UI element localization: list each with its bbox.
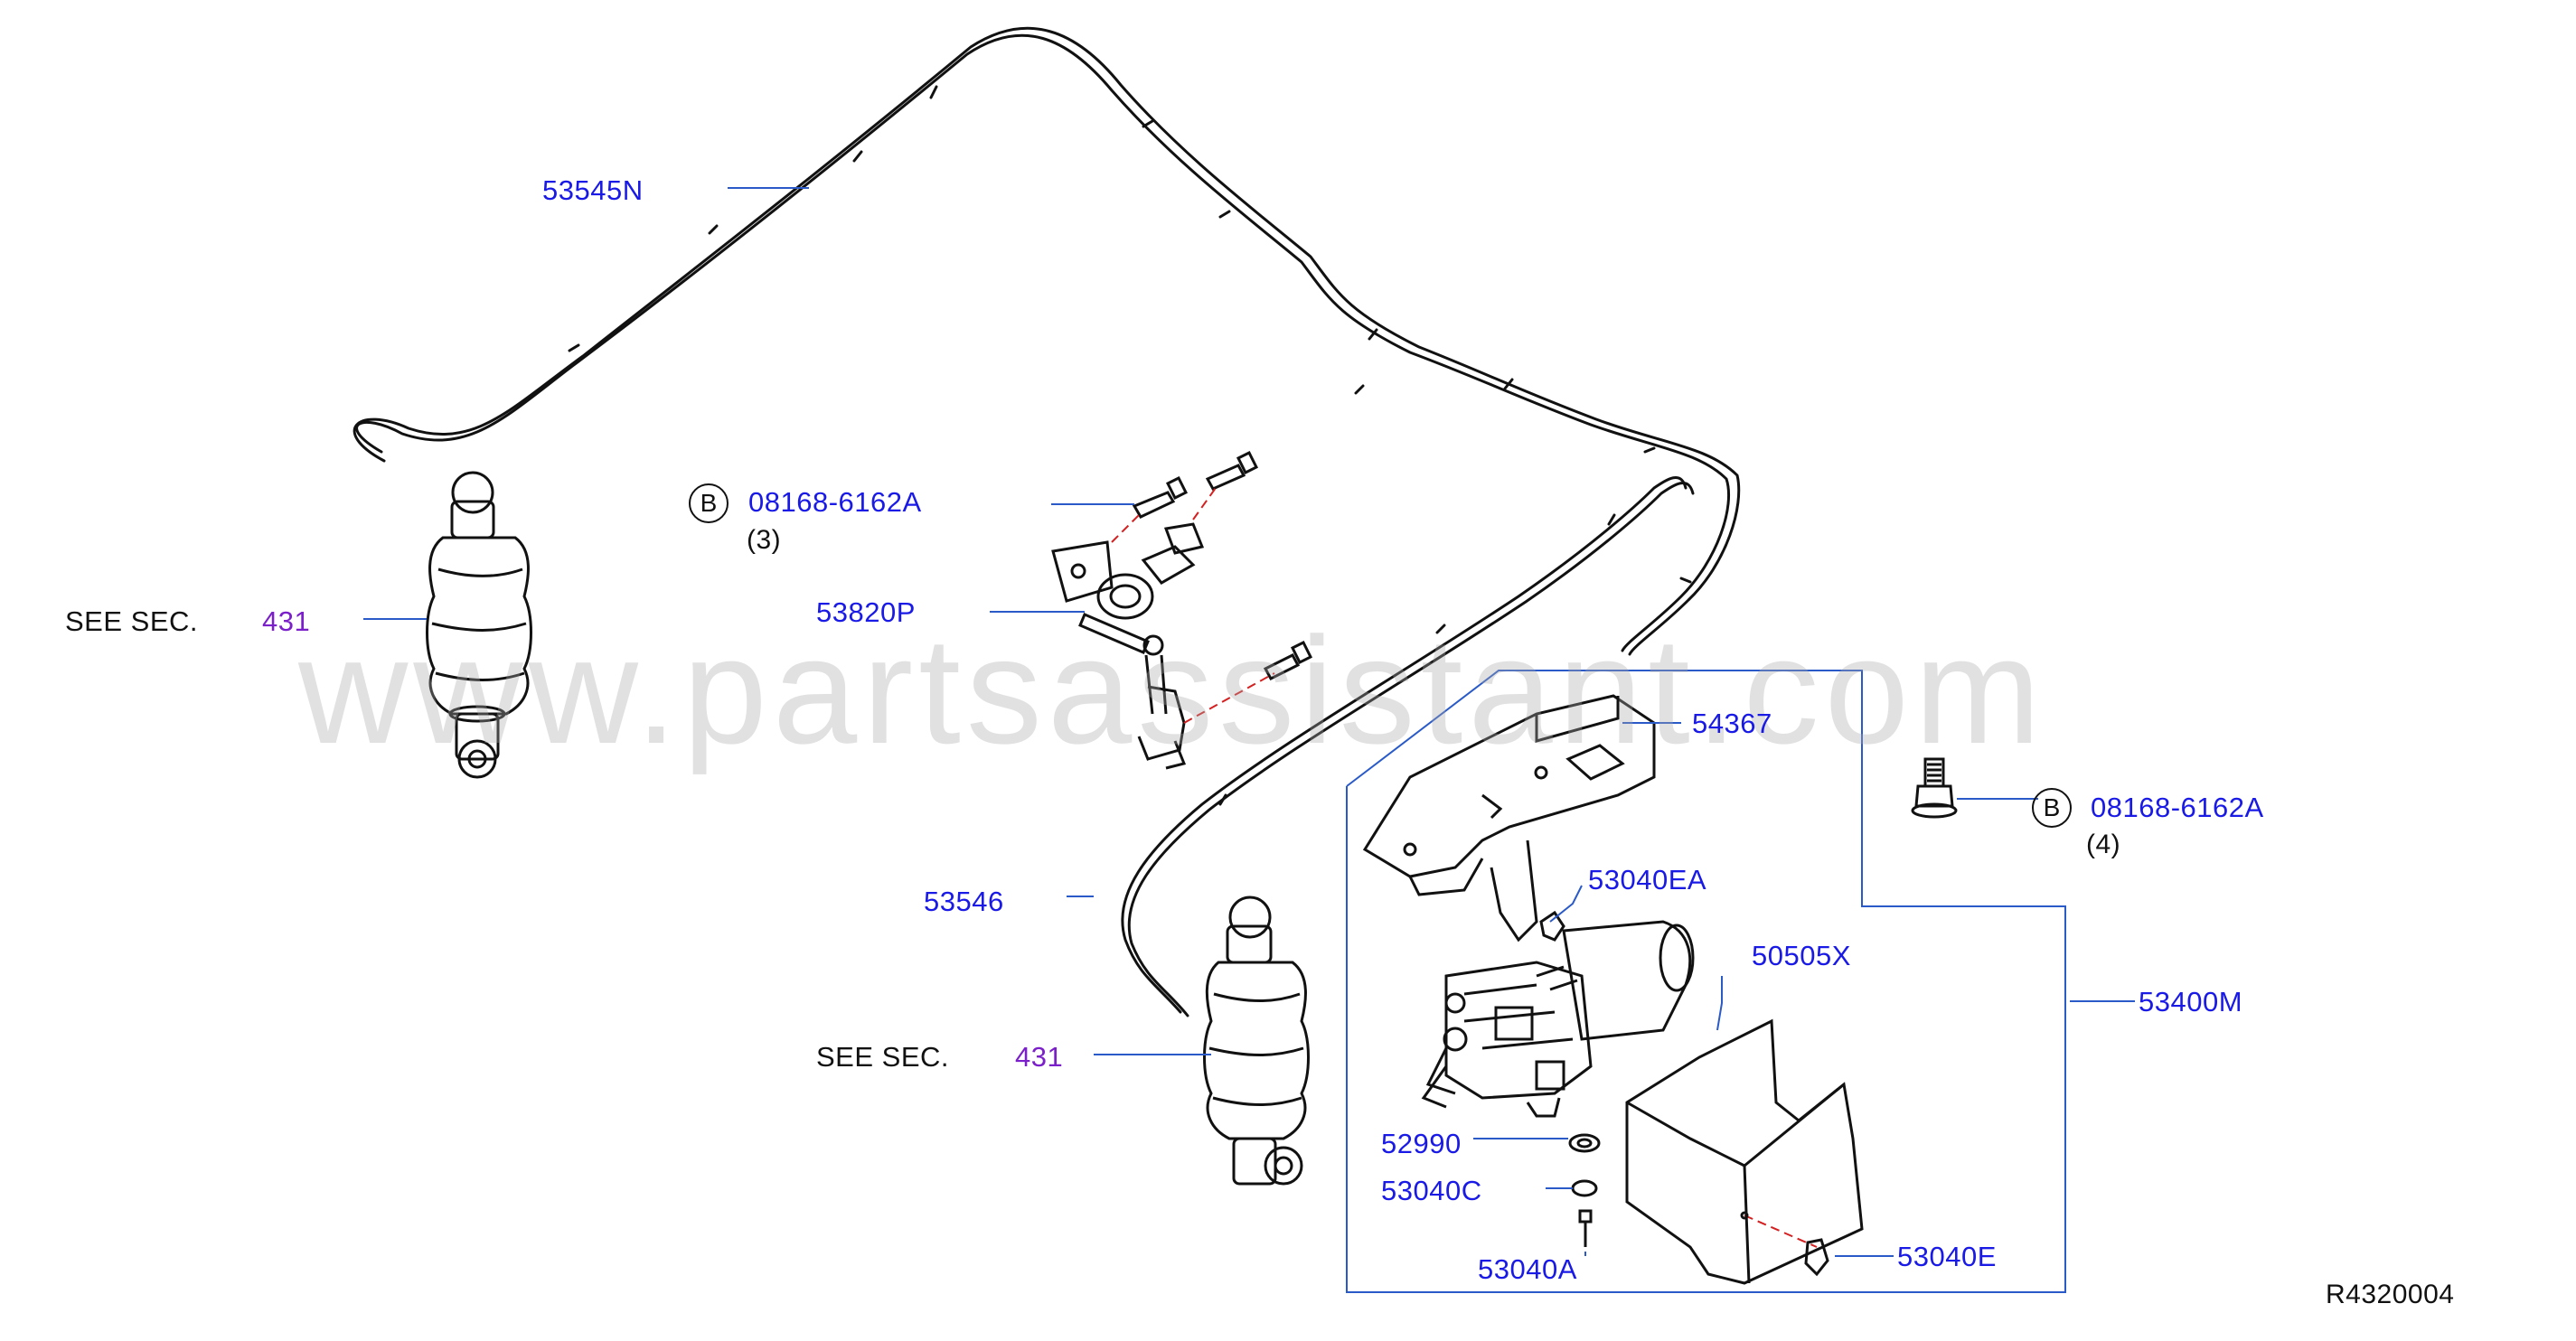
watermark: www.partsassistant.com [298, 605, 2046, 775]
air-hose-lower [1121, 476, 1695, 1017]
push-clip-53040e [1804, 1238, 1829, 1277]
label-bolt-right[interactable]: 08168-6162A [2091, 792, 2264, 823]
label-bolt-top-qty: (3) [747, 525, 782, 555]
air-compressor [1421, 920, 1695, 1118]
see-sec-text-lower: SEE SEC. [816, 1041, 949, 1073]
diagram-code: R4320004 [2326, 1280, 2455, 1309]
label-bolt-top[interactable]: 08168-6162A [748, 486, 922, 518]
badge-b-right: B [2032, 788, 2072, 828]
clip-53040ea [1539, 910, 1565, 942]
badge-b-top: B [689, 483, 729, 523]
label-hose-lower[interactable]: 53546 [924, 886, 1004, 917]
label-hose-upper[interactable]: 53545N [542, 174, 644, 206]
shock-absorber-upper [426, 471, 532, 779]
see-sec-ref-lower[interactable]: 431 [1015, 1041, 1064, 1073]
label-clip[interactable]: 53040EA [1588, 864, 1707, 896]
label-screw[interactable]: 53040A [1478, 1253, 1577, 1285]
air-hose-upper [353, 26, 1741, 656]
assembly-boundary [1346, 670, 2066, 1293]
label-cover[interactable]: 50505X [1752, 940, 1851, 971]
screw-53040a [1578, 1209, 1593, 1247]
see-sec-text-upper: SEE SEC. [65, 605, 198, 637]
grommet-52990 [1568, 1133, 1601, 1153]
label-compressor-assy[interactable]: 53400M [2139, 986, 2243, 1017]
label-height-sensor[interactable]: 53820P [816, 596, 916, 628]
label-bracket[interactable]: 54367 [1692, 708, 1772, 739]
label-grommet[interactable]: 52990 [1381, 1128, 1462, 1159]
label-push-clip[interactable]: 53040E [1897, 1241, 1997, 1272]
leader-lines [363, 187, 2135, 1257]
mounting-bracket [1362, 694, 1656, 942]
shock-absorber-lower [1203, 896, 1310, 1186]
bolts-sensor [1132, 450, 1313, 680]
label-bolt-right-qty: (4) [2086, 830, 2121, 859]
label-washer[interactable]: 53040C [1381, 1175, 1482, 1206]
hose-clips [568, 85, 1692, 806]
see-sec-ref-upper[interactable]: 431 [262, 605, 311, 637]
washer-53040c [1571, 1179, 1598, 1197]
bolt-right [1911, 757, 1958, 819]
height-sensor [1051, 522, 1205, 770]
alignment-dashes [1111, 487, 1818, 1248]
compressor-cover [1625, 1018, 1864, 1285]
